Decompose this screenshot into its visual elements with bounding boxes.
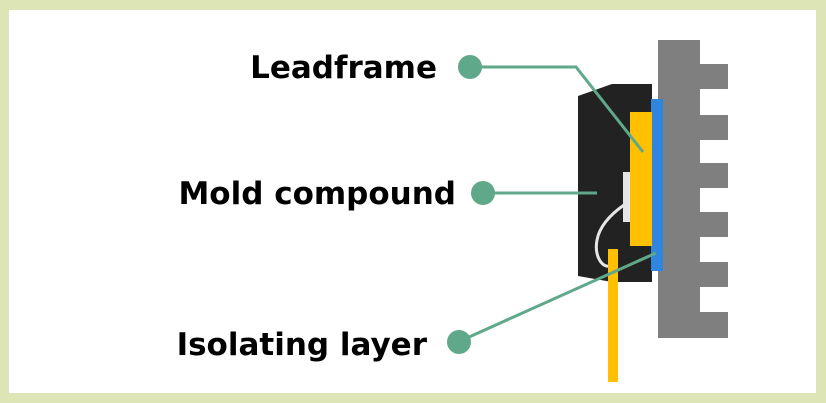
leadframe-pad — [630, 112, 652, 246]
leader-dot-leadframe — [458, 55, 482, 79]
label-leadframe: Leadframe — [250, 50, 437, 86]
leader-dot-mold-compound — [471, 181, 495, 205]
leader-line-leadframe — [464, 65, 645, 153]
heatsink — [658, 40, 728, 338]
bond-wire — [594, 203, 626, 268]
die — [623, 172, 630, 222]
leader-dot-isolating-layer — [447, 330, 471, 354]
label-isolating-layer: Isolating layer — [177, 327, 428, 363]
isolating-layer — [651, 99, 663, 271]
lead-pin — [608, 249, 618, 382]
label-mold-compound: Mold compound — [178, 176, 456, 212]
leader-line-isolating-layer — [457, 251, 657, 344]
